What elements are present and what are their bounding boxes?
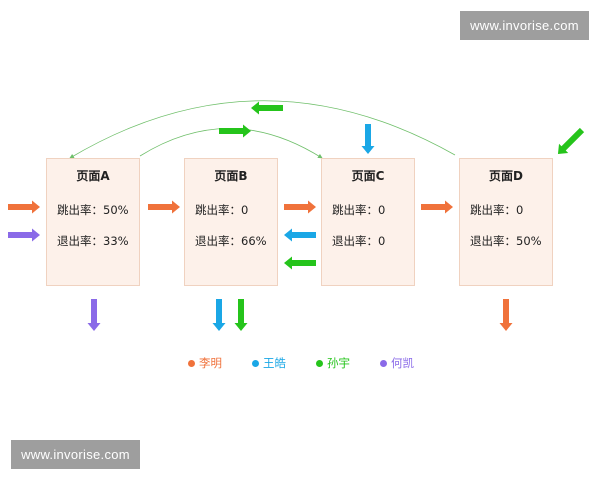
bounce-rate-a: 跳出率：50% bbox=[57, 203, 129, 217]
legend-item-hekai: 何凯 bbox=[380, 355, 414, 371]
legend-dot-hekai bbox=[380, 359, 387, 367]
page-box-b: 页面B 跳出率：0 退出率：66% bbox=[184, 158, 278, 286]
exit-rate-b: 退出率：66% bbox=[195, 234, 267, 248]
arrow-sunyu-c-to-b bbox=[284, 256, 316, 270]
page-box-c: 页面C 跳出率：0 退出率：0 bbox=[321, 158, 415, 286]
arrow-liming-exit-d bbox=[499, 299, 513, 331]
watermark-top: www.invorise.com bbox=[460, 11, 589, 40]
arrow-sunyu-into-d bbox=[557, 127, 585, 155]
arrow-sunyu-arc-d-to-a bbox=[251, 101, 283, 115]
arc-d-to-a bbox=[69, 100, 456, 159]
arrow-wanghao-exit-b bbox=[212, 299, 226, 331]
arrow-wanghao-c-to-b bbox=[284, 228, 316, 242]
legend-item-wanghao: 王皓 bbox=[252, 355, 286, 371]
exit-rate-a: 退出率：33% bbox=[57, 234, 129, 248]
arrow-liming-c-to-d bbox=[421, 200, 453, 214]
legend-label-sunyu: 孙宇 bbox=[327, 356, 350, 370]
bounce-rate-c: 跳出率：0 bbox=[332, 203, 386, 217]
watermark-bottom: www.invorise.com bbox=[11, 440, 140, 469]
legend-dot-liming bbox=[188, 359, 195, 367]
page-title-b: 页面B bbox=[214, 169, 248, 183]
page-title-d: 页面D bbox=[489, 169, 523, 183]
arrow-liming-b-to-c bbox=[284, 200, 316, 214]
arrow-sunyu-exit-b bbox=[234, 299, 248, 331]
legend-label-liming: 李明 bbox=[199, 356, 222, 370]
page-title-a: 页面A bbox=[76, 169, 110, 183]
legend-label-hekai: 何凯 bbox=[391, 356, 414, 370]
arrow-hekai-into-a bbox=[8, 228, 40, 242]
page-box-d: 页面D 跳出率：0 退出率：50% bbox=[459, 158, 553, 286]
page-title-c: 页面C bbox=[351, 169, 385, 183]
arrow-wanghao-into-c bbox=[361, 124, 375, 154]
legend-dot-sunyu bbox=[316, 359, 323, 367]
exit-rate-c: 退出率：0 bbox=[332, 234, 386, 248]
arrow-sunyu-arc-a-to-b bbox=[219, 124, 251, 138]
legend-item-sunyu: 孙宇 bbox=[316, 355, 350, 371]
arrow-hekai-exit-a bbox=[87, 299, 101, 331]
arrow-liming-into-a bbox=[8, 200, 40, 214]
legend-label-wanghao: 王皓 bbox=[263, 356, 286, 370]
bounce-rate-b: 跳出率：0 bbox=[195, 203, 249, 217]
exit-rate-d: 退出率：50% bbox=[470, 234, 542, 248]
arrow-liming-a-to-b bbox=[148, 200, 180, 214]
legend: 李明 王皓 孙宇 何凯 bbox=[188, 355, 444, 371]
legend-item-liming: 李明 bbox=[188, 355, 222, 371]
bounce-rate-d: 跳出率：0 bbox=[470, 203, 524, 217]
page-box-a: 页面A 跳出率：50% 退出率：33% bbox=[46, 158, 140, 286]
legend-dot-wanghao bbox=[252, 359, 259, 367]
